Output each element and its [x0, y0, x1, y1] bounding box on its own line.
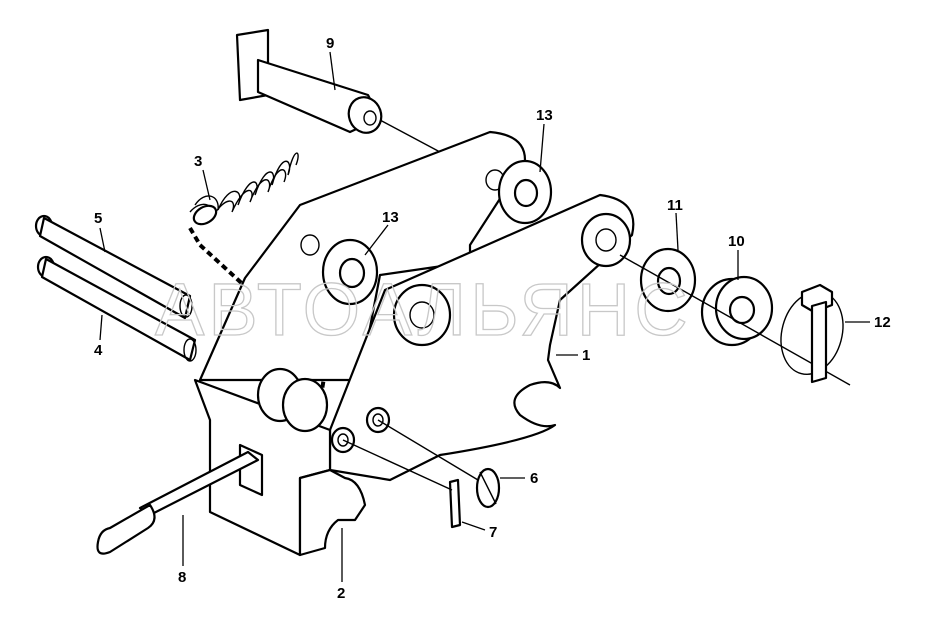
callout-13-right: 13 — [536, 107, 553, 124]
washer-11 — [639, 247, 697, 313]
callout-7: 7 — [489, 524, 497, 541]
washer-13-right — [497, 159, 553, 225]
handle-8 — [96, 450, 260, 555]
spring-3 — [188, 152, 330, 391]
pin-4 — [36, 255, 197, 362]
quick-coupler-frame — [193, 130, 635, 557]
callouts: 9 3 5 4 13 13 11 10 12 1 6 7 8 2 — [94, 35, 891, 602]
callout-11: 11 — [667, 197, 683, 214]
callout-9: 9 — [326, 35, 334, 52]
pin-7 — [342, 439, 462, 529]
callout-13-left: 13 — [382, 209, 399, 226]
callout-5: 5 — [94, 210, 102, 227]
pin-9 — [235, 28, 441, 153]
callout-1: 1 — [582, 347, 590, 364]
callout-12: 12 — [874, 314, 891, 331]
callout-6: 6 — [530, 470, 538, 487]
watermark-text: АВТОАЛЬЯНС — [155, 268, 692, 351]
pin-5 — [34, 214, 193, 320]
bushing-10 — [700, 275, 774, 347]
callout-3: 3 — [194, 153, 202, 170]
washer-13-left — [321, 238, 379, 306]
callout-2: 2 — [337, 585, 345, 602]
callout-leaders — [99, 51, 870, 582]
lock-pin-12 — [780, 283, 844, 384]
callout-10: 10 — [728, 233, 745, 250]
callout-8: 8 — [178, 569, 186, 586]
callout-4: 4 — [94, 342, 103, 359]
clip-6 — [377, 419, 501, 509]
